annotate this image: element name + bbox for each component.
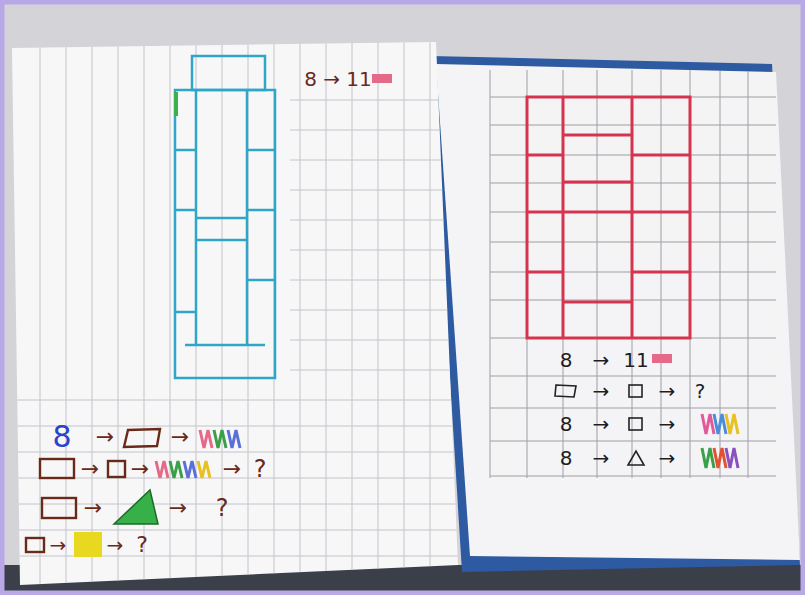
green-triangle xyxy=(114,490,158,524)
small-rect xyxy=(555,385,576,397)
handwritten-label: → xyxy=(169,497,187,519)
handwritten-label: 11 xyxy=(623,350,648,370)
right-paper xyxy=(436,64,800,560)
handwritten-label: → xyxy=(84,497,102,519)
handwritten-label: → xyxy=(593,350,610,370)
handwritten-label: 8 xyxy=(560,448,573,468)
green-mark xyxy=(174,92,178,116)
small-square xyxy=(629,385,642,397)
handwritten-label: → xyxy=(131,458,149,480)
red-block-figure xyxy=(527,97,690,338)
handwritten-label: → xyxy=(50,535,67,555)
handwritten-label: → xyxy=(81,458,99,480)
handwritten-label: → xyxy=(223,458,241,480)
handwritten-label: → xyxy=(171,426,189,448)
handwritten-label: 8 → 11 xyxy=(304,69,372,89)
handwritten-label: 8 xyxy=(560,350,573,370)
handwritten-label: 8 xyxy=(560,414,573,434)
left-grid xyxy=(10,40,460,590)
small-triangle xyxy=(628,451,644,465)
blue-block-figure xyxy=(175,56,275,378)
handwritten-label: → xyxy=(659,414,676,434)
handwritten-label: ? xyxy=(216,496,229,520)
handwritten-label: 8 xyxy=(52,422,71,452)
pink-mark xyxy=(372,74,392,83)
right-grid xyxy=(490,70,776,478)
binder xyxy=(430,56,800,572)
handwritten-label: → xyxy=(593,381,610,401)
handwritten-label: → xyxy=(593,414,610,434)
yellow-square xyxy=(74,532,102,557)
color-scribbles xyxy=(702,414,738,468)
small-square xyxy=(629,418,642,430)
handwritten-label: → xyxy=(107,535,124,555)
handwritten-label: ? xyxy=(136,534,148,556)
pink-mark xyxy=(652,354,672,363)
handwritten-label: ? xyxy=(254,457,267,481)
handwritten-label: → xyxy=(593,448,610,468)
handwritten-label: → xyxy=(659,381,676,401)
handwritten-label: → xyxy=(96,426,114,448)
handwritten-label: → xyxy=(659,448,676,468)
handwritten-label: ? xyxy=(695,381,706,401)
